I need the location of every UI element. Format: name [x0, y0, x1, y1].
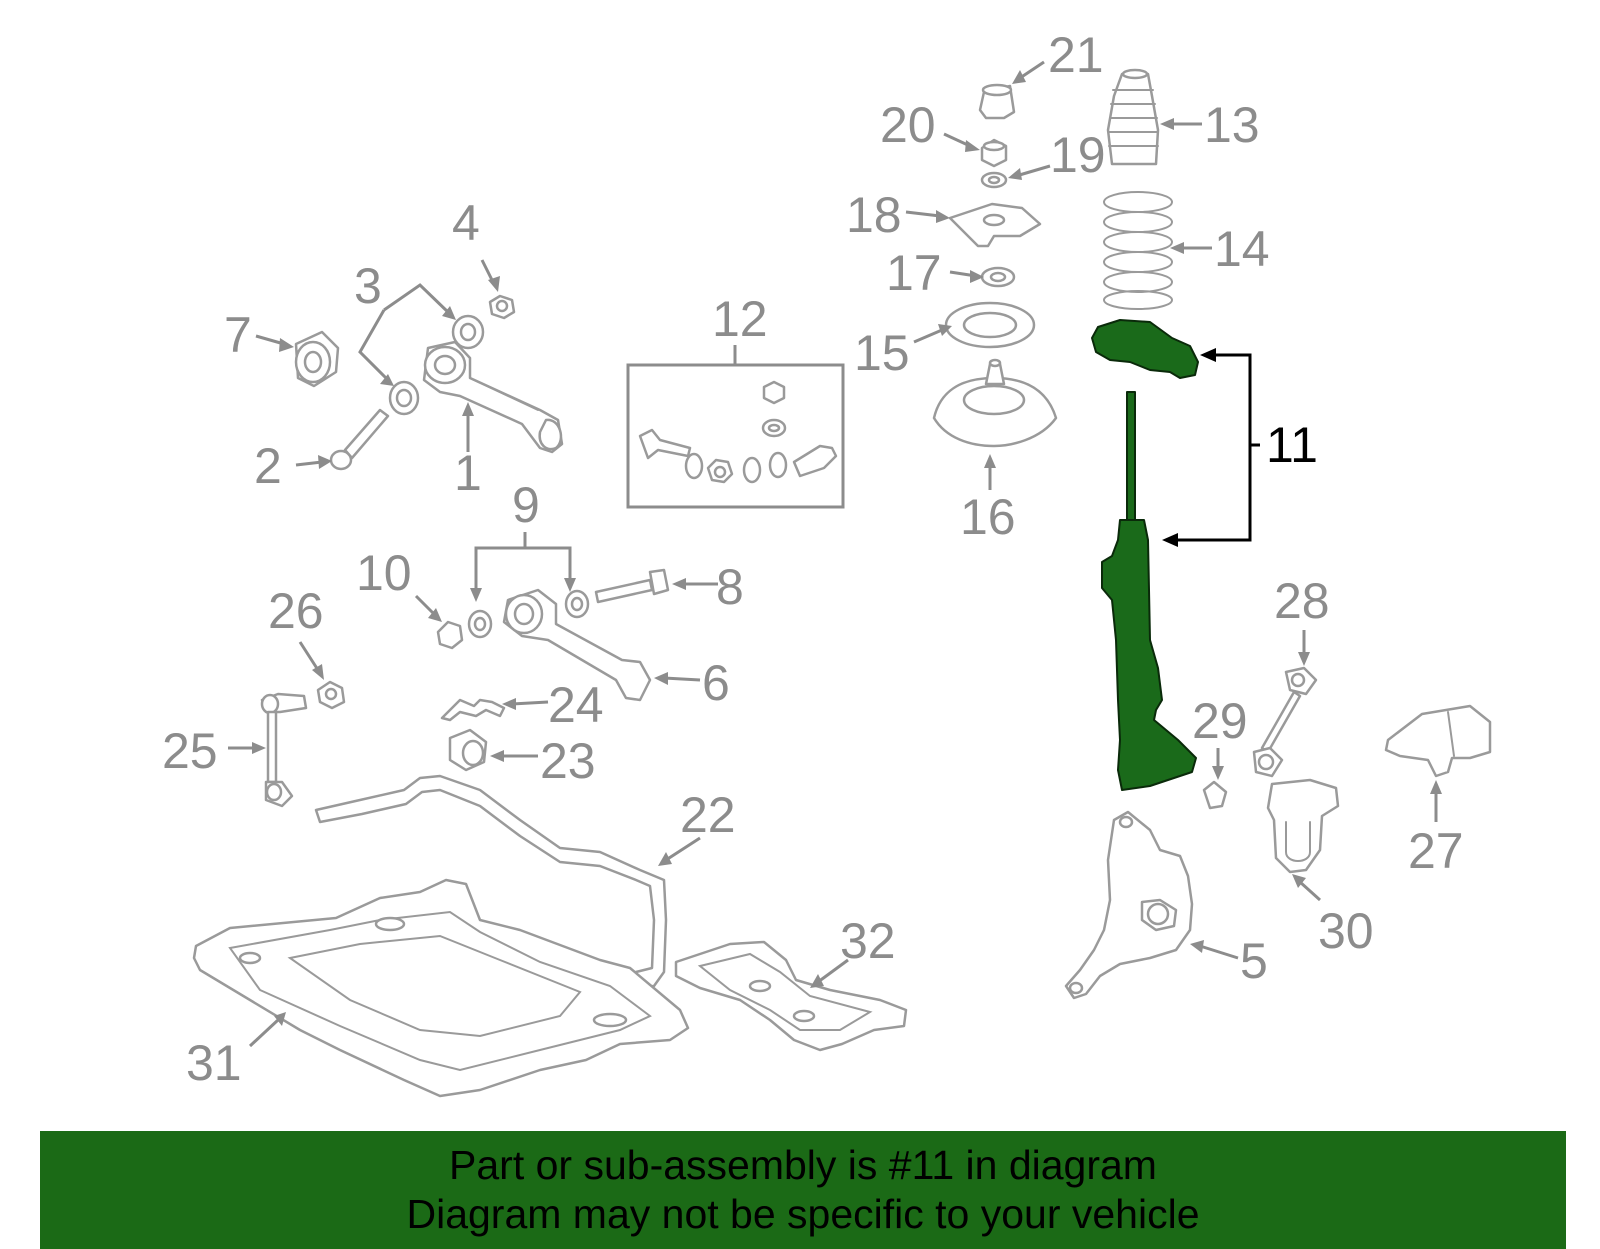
callout-11-leader [1170, 353, 1252, 542]
part-31-subframe[interactable]: 31 [186, 878, 690, 1098]
callout-11-arrow-top [1200, 348, 1216, 362]
part-13-dust-boot[interactable]: 13 [1106, 68, 1260, 166]
part-14-coil-spring[interactable]: 14 [1103, 191, 1270, 310]
part-11-strut-assembly[interactable]: 11 [1091, 319, 1318, 791]
callout-6[interactable]: 6 [702, 655, 730, 711]
part-20-nut[interactable]: 20 [880, 97, 1008, 168]
part-12-hardware-kit[interactable]: 12 [626, 291, 845, 509]
callout-29[interactable]: 29 [1192, 693, 1248, 749]
callout-15[interactable]: 15 [854, 325, 910, 381]
callout-24[interactable]: 24 [548, 677, 604, 733]
callout-8[interactable]: 8 [716, 559, 744, 615]
callout-4[interactable]: 4 [452, 195, 480, 251]
callout-22[interactable]: 22 [680, 787, 736, 843]
part-30-bracket[interactable]: 30 [1266, 778, 1374, 959]
callout-19[interactable]: 19 [1050, 127, 1106, 183]
callout-14[interactable]: 14 [1214, 221, 1270, 277]
callout-5[interactable]: 5 [1240, 933, 1268, 989]
banner-line-1: Part or sub-assembly is #11 in diagram [449, 1142, 1157, 1188]
callout-26[interactable]: 26 [268, 583, 324, 639]
part-1-control-arm[interactable]: 1 [422, 340, 564, 501]
callout-17[interactable]: 17 [886, 245, 942, 301]
callout-2[interactable]: 2 [254, 438, 282, 494]
info-banner: Part or sub-assembly is #11 in diagram D… [40, 1131, 1566, 1249]
callout-21[interactable]: 21 [1048, 27, 1104, 83]
callout-28[interactable]: 28 [1274, 573, 1330, 629]
strut-body [1101, 519, 1197, 791]
callout-30[interactable]: 30 [1318, 903, 1374, 959]
part-17-washer[interactable]: 17 [886, 245, 1016, 301]
part-21-bump-stop[interactable]: 21 [978, 27, 1104, 120]
part-28-link[interactable]: 28 [1252, 573, 1330, 778]
part-4-nut[interactable]: 4 [452, 195, 516, 320]
callout-13[interactable]: 13 [1204, 97, 1260, 153]
part-9-washers[interactable]: 9 [467, 477, 590, 639]
part-18-mount-plate[interactable]: 18 [846, 187, 1042, 248]
part-27-bracket[interactable]: 27 [1384, 704, 1492, 879]
callout-10[interactable]: 10 [356, 545, 412, 601]
strut-mount [1091, 319, 1199, 379]
suspension-parts-diagram: 11 1 2 3 4 [162, 27, 1492, 1098]
part-26-nut[interactable]: 26 [268, 583, 346, 710]
callout-31[interactable]: 31 [186, 1035, 242, 1091]
part-2-bolt[interactable]: 2 [254, 408, 390, 494]
part-24-bracket[interactable]: 24 [440, 677, 604, 733]
part-29-clip[interactable]: 29 [1192, 693, 1248, 810]
part-25-stabilizer-link[interactable]: 25 [162, 692, 308, 808]
part-32-plate[interactable]: 32 [674, 913, 908, 1052]
part-22-stabilizer-bar[interactable]: 22 [314, 774, 736, 990]
part-5-steering-knuckle[interactable]: 5 [1064, 810, 1268, 1000]
callout-32[interactable]: 32 [840, 913, 896, 969]
callout-3[interactable]: 3 [354, 258, 382, 314]
part-7-bushing[interactable]: 7 [224, 307, 340, 388]
part-16-strut-mount[interactable]: 16 [932, 358, 1058, 545]
part-23-bushing[interactable]: 23 [448, 728, 596, 789]
part-15-spring-seat[interactable]: 15 [854, 301, 1036, 381]
banner-line-2: Diagram may not be specific to your vehi… [406, 1191, 1200, 1237]
part-10-nut[interactable]: 10 [356, 545, 464, 650]
callout-18[interactable]: 18 [846, 187, 902, 243]
callout-11-arrow-bottom [1162, 533, 1178, 547]
callout-23[interactable]: 23 [540, 733, 596, 789]
callout-7[interactable]: 7 [224, 307, 252, 363]
part-3-washers[interactable]: 3 [354, 258, 485, 416]
piston-rod [1126, 391, 1136, 523]
callout-12[interactable]: 12 [712, 291, 768, 347]
callout-25[interactable]: 25 [162, 723, 218, 779]
callout-20[interactable]: 20 [880, 97, 936, 153]
part-6-lower-arm[interactable]: 6 [502, 588, 730, 711]
callout-27[interactable]: 27 [1408, 823, 1464, 879]
callout-1[interactable]: 1 [454, 445, 482, 501]
part-8-bolt[interactable]: 8 [594, 559, 744, 615]
callout-16[interactable]: 16 [960, 489, 1016, 545]
callout-11[interactable]: 11 [1266, 417, 1318, 473]
part-19-washer[interactable]: 19 [980, 127, 1106, 189]
callout-9[interactable]: 9 [512, 477, 540, 533]
